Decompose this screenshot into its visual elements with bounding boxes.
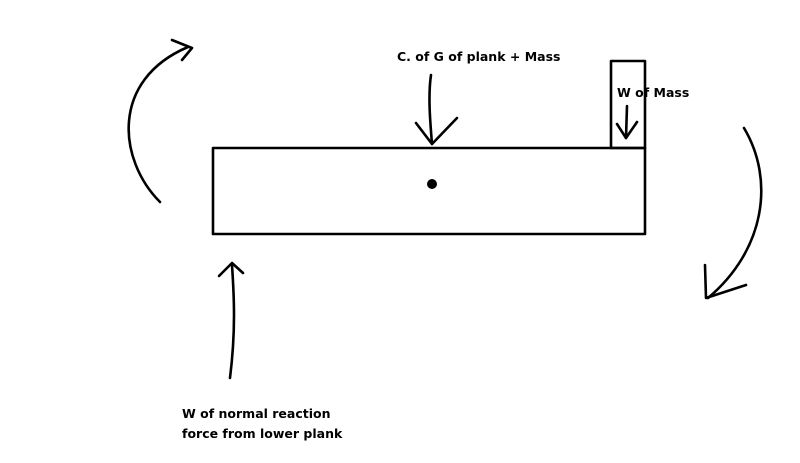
- plank: [211, 146, 647, 236]
- normal-reaction-label-line1: W of normal reaction: [182, 406, 331, 421]
- mass-block: [609, 59, 647, 150]
- cog-label: C. of G of plank + Mass: [397, 49, 560, 64]
- mass-weight-arrow: [615, 104, 639, 140]
- cog-arrow: [414, 73, 459, 146]
- normal-reaction-label-line2: force from lower plank: [182, 426, 343, 441]
- center-of-gravity-dot: [427, 179, 437, 189]
- normal-reaction-arrow: [217, 261, 245, 380]
- clockwise-rotation-arrow: [703, 126, 763, 300]
- anticlockwise-rotation-arrow: [127, 38, 194, 204]
- mass-weight-label: W of Mass: [617, 85, 689, 100]
